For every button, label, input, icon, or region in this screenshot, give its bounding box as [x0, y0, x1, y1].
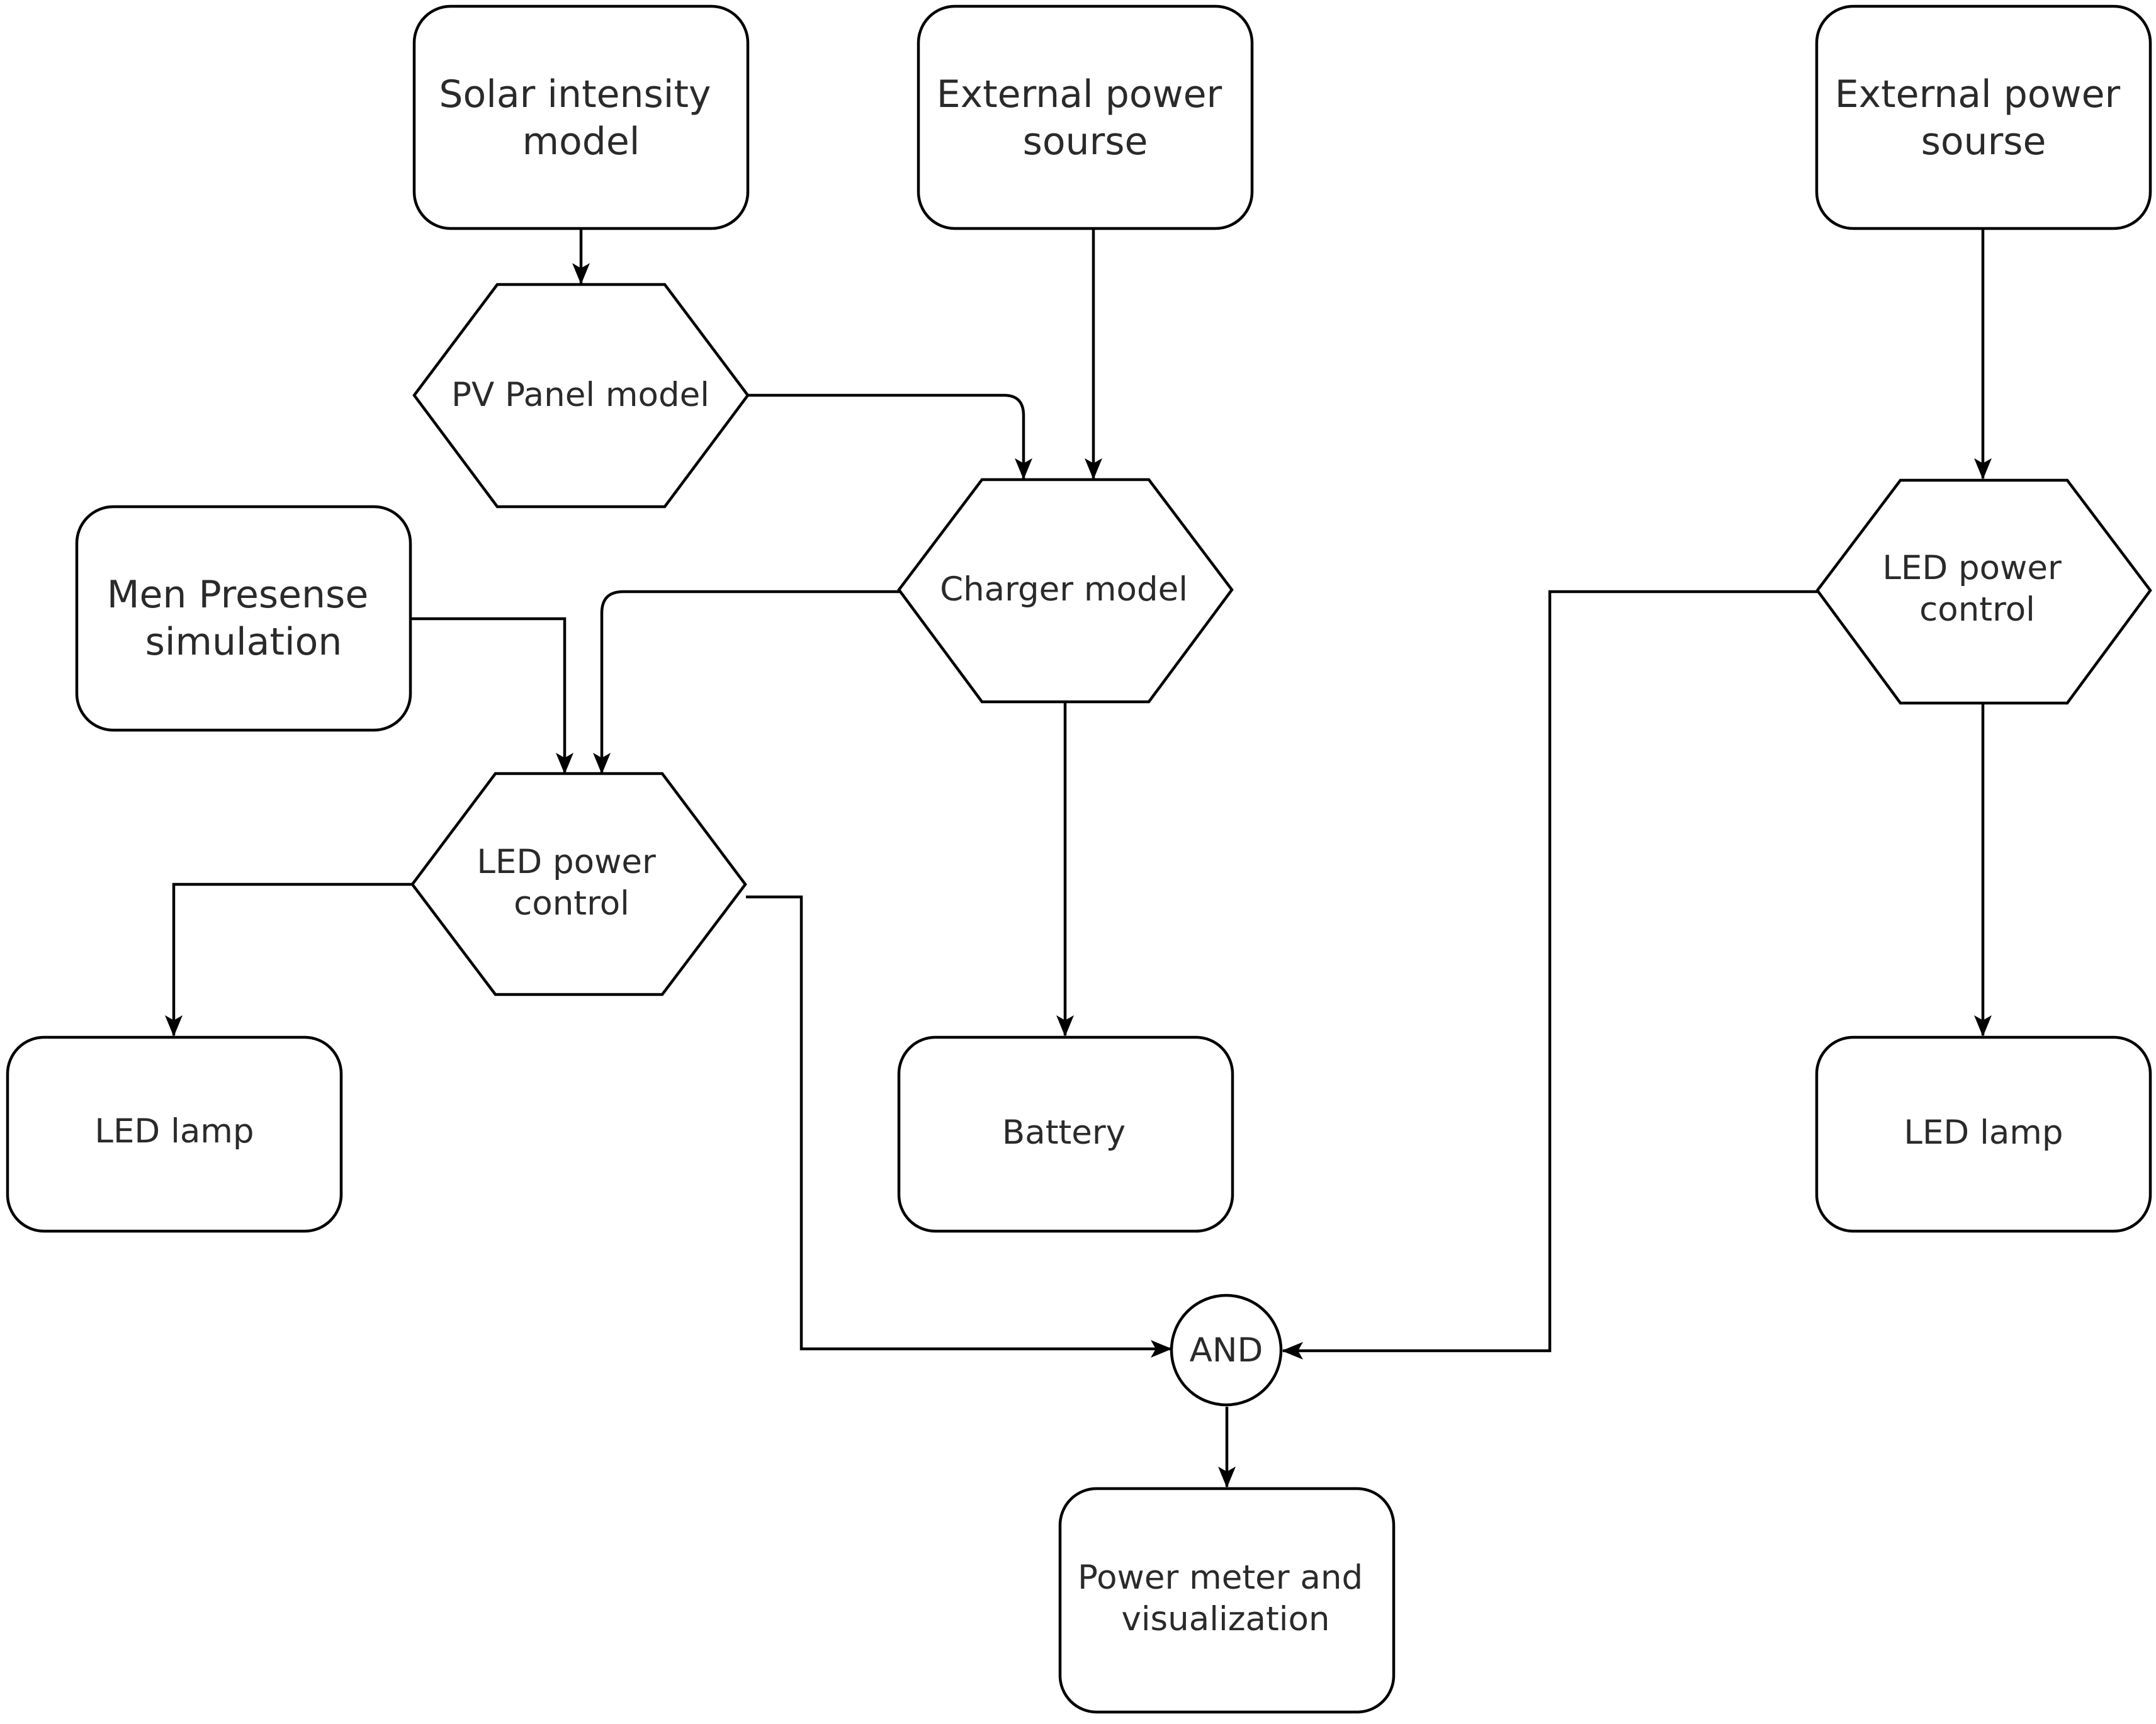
- node-label-line: sourse: [1023, 120, 1148, 164]
- node-label-line: LED lamp: [1904, 1113, 2063, 1152]
- svg-text:LED power control: LED power control: [477, 843, 666, 923]
- svg-text:External power sourse: External power sourse: [1835, 72, 2133, 164]
- node-label-line: model: [522, 120, 640, 164]
- svg-text:Battery: Battery: [1002, 1113, 1126, 1152]
- svg-text:Power meter and visualiz: Power meter and visualization: [1078, 1558, 1374, 1638]
- node-led-power-control-2: LED power control: [1815, 478, 2152, 705]
- node-label-line: simulation: [145, 620, 342, 664]
- svg-text:Men Presense simulation: Men Presense simulation: [107, 573, 381, 664]
- svg-text:Charger model: Charger model: [940, 570, 1188, 609]
- node-label-line: LED power: [1882, 549, 2062, 587]
- svg-text:LED lamp: LED lamp: [94, 1112, 254, 1151]
- node-label-line: control: [1919, 590, 2035, 629]
- node-label-line: control: [514, 884, 629, 923]
- node-led-lamp-2: LED lamp: [1815, 1035, 2152, 1233]
- node-label-line: AND: [1190, 1331, 1263, 1370]
- node-label-line: Power meter and: [1078, 1558, 1363, 1597]
- node-external-power-1: External power sourse: [917, 4, 1254, 230]
- node-men-presense: Men Presense simulation: [75, 505, 412, 732]
- node-solar-intensity: Solar intensity model: [412, 4, 750, 230]
- edge-ledctrl2-to-and: [1282, 590, 1818, 1360]
- node-power-meter: Power meter and visualization: [1058, 1487, 1396, 1714]
- node-label-line: visualization: [1121, 1600, 1329, 1638]
- node-label-line: PV Panel model: [451, 376, 709, 414]
- node-label-line: LED lamp: [94, 1112, 254, 1151]
- node-label-line: Battery: [1002, 1113, 1126, 1152]
- node-label-line: Men Presense: [107, 573, 369, 617]
- node-label-line: sourse: [1921, 120, 2046, 164]
- edge-charger-to-ledctrl1: [593, 590, 900, 774]
- node-charger: Charger model: [897, 478, 1234, 704]
- node-and-gate: AND: [1170, 1293, 1283, 1407]
- node-led-lamp-1: LED lamp: [6, 1035, 343, 1233]
- node-led-power-control-1: LED power control: [410, 772, 747, 996]
- svg-text:LED power control: LED power control: [1882, 549, 2072, 629]
- node-external-power-2: External power sourse: [1815, 4, 2152, 230]
- edges: [165, 230, 1992, 1488]
- svg-text:External power sourse: External power sourse: [937, 72, 1234, 164]
- node-label-line: External power: [937, 72, 1222, 116]
- edge-men-to-ledctrl1: [410, 617, 573, 774]
- edge-pv-to-charger: [748, 393, 1032, 480]
- svg-text:AND: AND: [1190, 1331, 1263, 1370]
- edge-ledctrl1-to-and: [746, 895, 1172, 1358]
- svg-text:LED lamp: LED lamp: [1904, 1113, 2063, 1152]
- edge-ledctrl1-to-lamp1: [165, 882, 412, 1037]
- node-label-line: LED power: [477, 843, 656, 881]
- node-pv-panel: PV Panel model: [412, 283, 750, 509]
- node-battery: Battery: [897, 1035, 1234, 1233]
- node-label-line: Solar intensity: [439, 72, 711, 116]
- svg-text:PV Panel model: PV Panel model: [451, 376, 709, 414]
- node-label-line: External power: [1835, 72, 2121, 116]
- node-label-line: Charger model: [940, 570, 1188, 609]
- svg-text:Solar intensity model: Solar intensity model: [439, 72, 723, 164]
